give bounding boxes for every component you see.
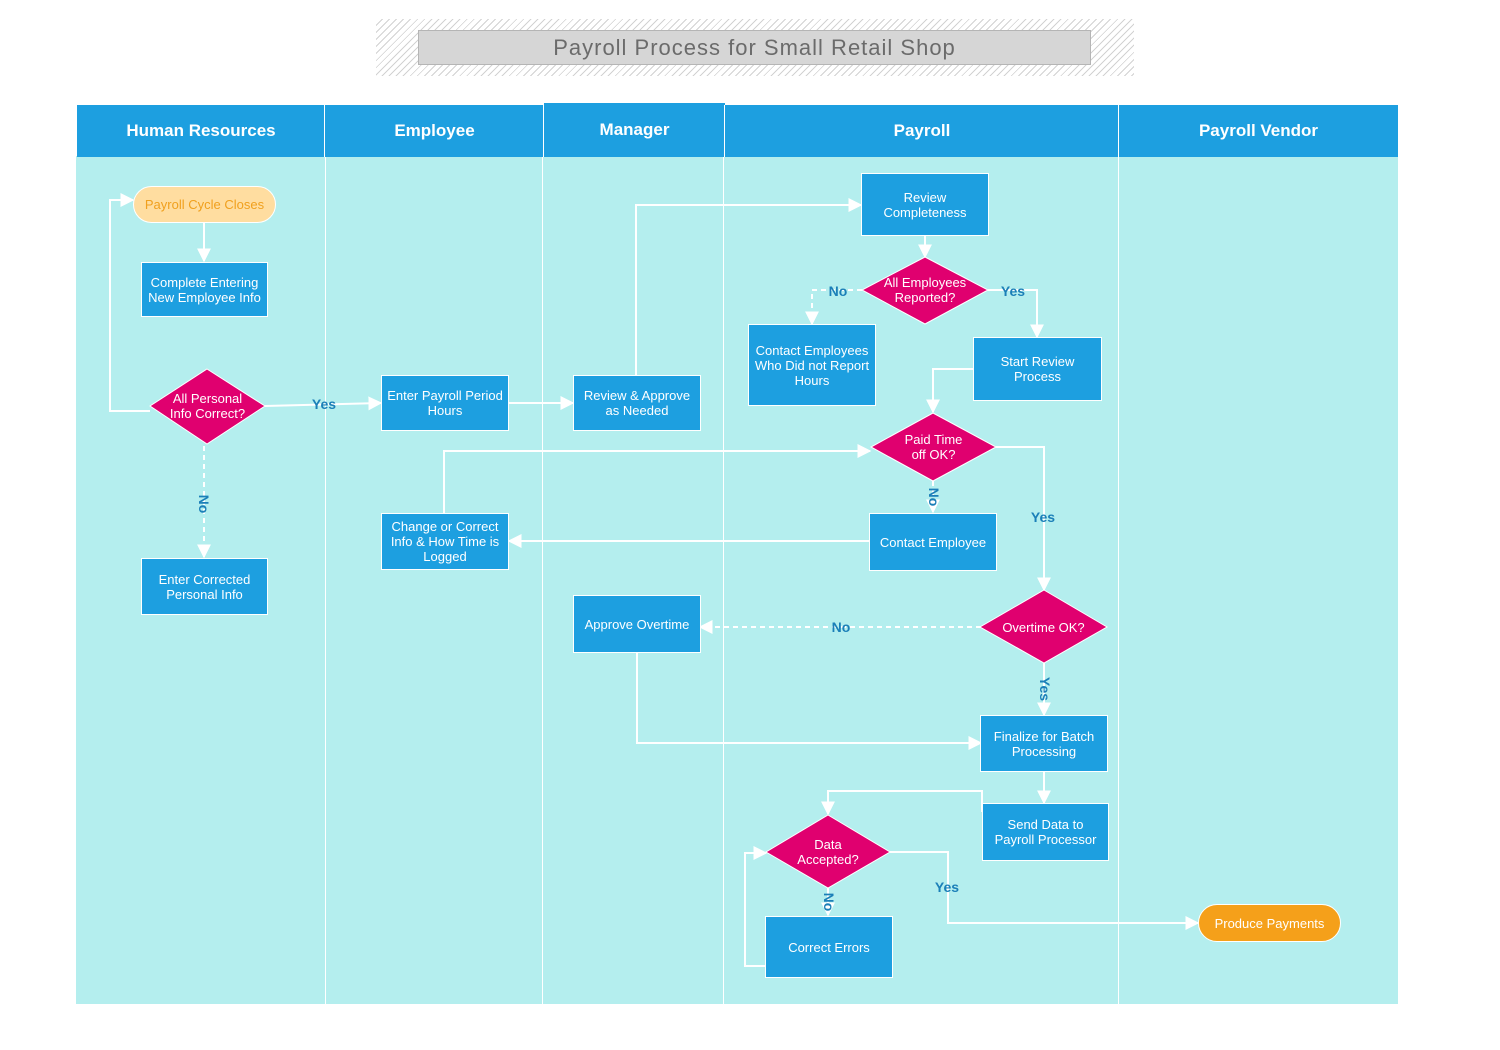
lane-divider	[723, 156, 724, 1004]
decision-all-personal-info	[149, 368, 266, 445]
edge-pto-yes	[996, 446, 1051, 592]
edge-label-reported-no: No	[828, 283, 848, 299]
lane-header-manager: Manager	[543, 103, 725, 157]
edge-label-pto-yes: Yes	[1030, 509, 1056, 525]
edge-reported-no	[805, 289, 862, 326]
edge-label-overtime-no: No	[831, 619, 851, 635]
swimlane-body	[76, 156, 1398, 1004]
decision-data-accepted	[765, 814, 891, 889]
edge-errors-loop-back	[744, 846, 768, 967]
edge-review-to-completeness	[635, 198, 863, 375]
decision-overtime-ok	[978, 589, 1108, 664]
lane-header-payroll-vendor: Payroll Vendor	[1118, 105, 1398, 157]
edge-personal-yes	[264, 396, 383, 411]
lane-header-employee: Employee	[324, 105, 544, 157]
decision-paid-time-off	[869, 412, 998, 482]
process-approve-overtime: Approve Overtime	[573, 595, 701, 653]
edge-label-personal-yes: Yes	[311, 396, 337, 412]
edge-send-to-accepted	[821, 790, 983, 816]
terminal-payroll-cycle-closes: Payroll Cycle Closes	[133, 186, 276, 223]
lane-header-payroll: Payroll	[724, 105, 1119, 157]
diagram-title: Payroll Process for Small Retail Shop	[418, 30, 1091, 65]
edge-label-accepted-yes: Yes	[934, 879, 960, 895]
edge-label-pto-no: No	[926, 487, 942, 507]
edge-reported-yes	[988, 289, 1044, 339]
decision-label-overtime-ok: Overtime OK?	[1002, 619, 1085, 635]
edge-accepted-yes	[890, 851, 1200, 930]
process-correct-errors: Correct Errors	[765, 916, 893, 978]
decision-all-employees-reported	[860, 256, 990, 325]
edge-label-personal-no: No	[196, 494, 212, 514]
edge-change-to-pto	[443, 444, 872, 514]
edge-personal-loop-back	[109, 193, 150, 412]
edge-approve-to-finalize	[636, 652, 983, 750]
lane-divider	[542, 156, 543, 1004]
terminal-produce-payments: Produce Payments	[1198, 904, 1341, 942]
edge-label-overtime-yes: Yes	[1037, 676, 1053, 702]
process-contact-employee: Contact Employee	[869, 513, 997, 571]
edge-label-reported-yes: Yes	[1000, 283, 1026, 299]
lane-divider	[1118, 156, 1119, 1004]
lane-header-human-resources: Human Resources	[77, 105, 325, 157]
lane-divider	[325, 156, 326, 1004]
edge-startreview-to-pto	[926, 368, 973, 414]
edge-label-accepted-no: No	[821, 892, 837, 912]
